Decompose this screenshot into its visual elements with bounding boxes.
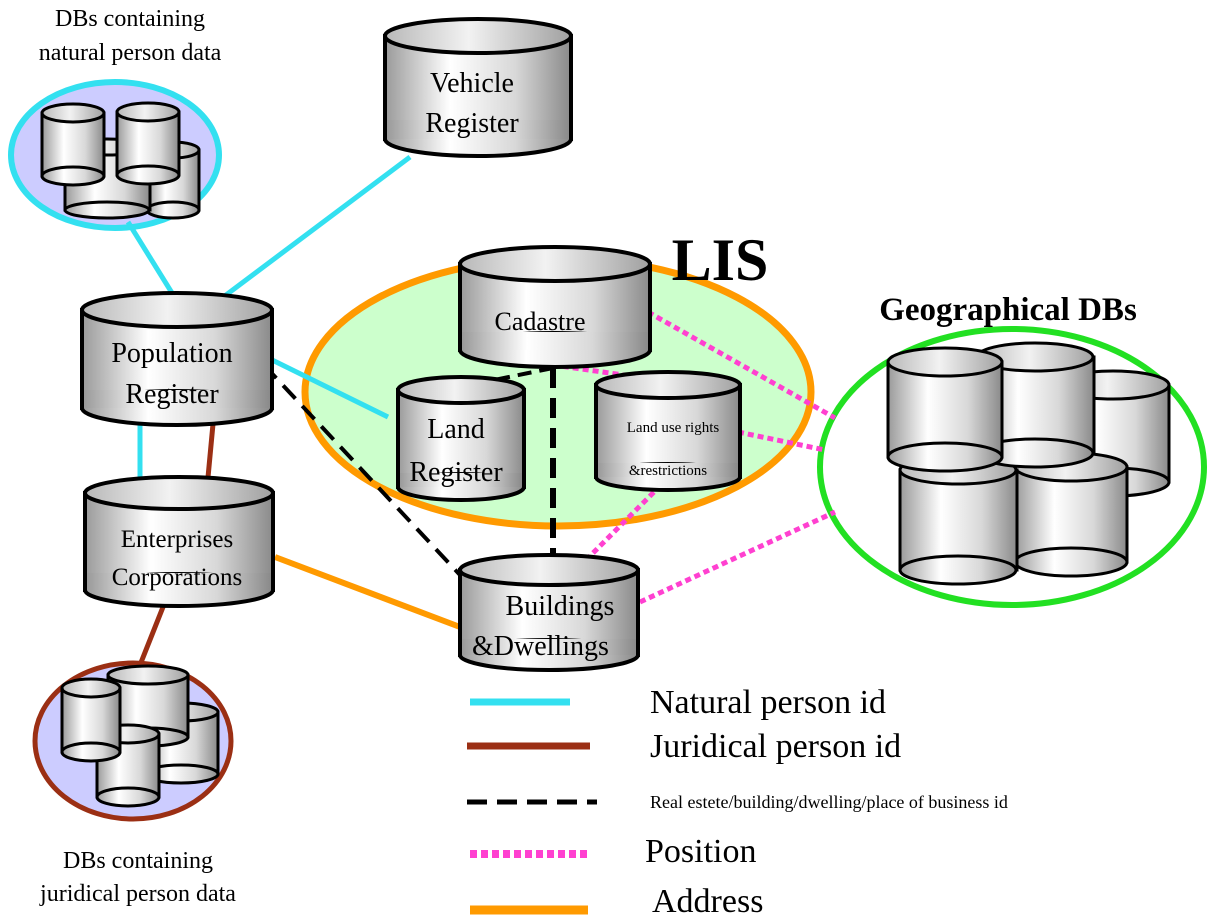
geographical-db-cluster [886,341,1171,586]
real-estate-link [262,363,462,577]
position-link [737,429,826,453]
population-register-db: Population Register [80,291,274,427]
cadastre-label: Cadastre [495,307,586,336]
lis-title: LIS [672,227,769,293]
database-icon [886,346,1004,473]
database-icon [898,454,1019,586]
juridical-person-caption: juridical person data [39,881,236,907]
geographical-dbs-title: Geographical DBs [879,292,1137,328]
position-link [646,309,837,421]
juridical-person-caption: DBs containing [63,848,213,874]
database-icon [1013,451,1129,578]
buildings-dwellings-db: Buildings &Dwellings [458,553,640,672]
land-use-rights-label: Land use rights [627,420,720,436]
land-use-rights-db: Land use rights &restrictions [594,370,742,492]
legend-natural-person-label: Natural person id [650,684,886,721]
legend-juridical-person-label: Juridical person id [650,728,901,765]
geographical-dbs-ellipse [817,326,1207,608]
position-link [578,476,670,568]
juridical-person-db-cluster [60,664,220,808]
cadastre-db: Cadastre [458,245,652,369]
population-register-label: Population [111,338,232,369]
juridical-person-link [137,601,168,666]
legend-real-estate-label: Real estete/building/dwelling/place of b… [650,792,1008,812]
legend: Natural person id Juridical person id Re… [467,684,1008,920]
address-link [273,554,462,630]
natural-person-caption: DBs containing [55,6,205,32]
land-register-label: Register [409,457,503,488]
enterprises-corporations-db: Enterprises Corporations [83,475,275,608]
population-register-label: Register [125,379,219,410]
natural-person-link [260,352,390,420]
land-register-label: Land [427,414,485,445]
database-icon [60,677,122,763]
enterprises-corporations-label: Corporations [112,564,243,591]
legend-position-label: Position [645,833,756,870]
database-icon [40,102,106,187]
land-use-rights-label: &restrictions [629,463,707,479]
vehicle-register-db: Vehicle Register [383,17,573,158]
natural-person-caption: natural person data [39,40,222,66]
position-link [638,509,837,605]
vehicle-register-label: Register [425,108,519,139]
natural-person-db-cluster [40,101,201,220]
buildings-dwellings-label: Buildings [506,591,615,622]
legend-address-label: Address [652,883,763,919]
buildings-dwellings-label: &Dwellings [472,631,609,662]
enterprises-corporations-label: Enterprises [121,526,233,553]
land-register-db: Land Register [396,375,526,502]
vehicle-register-label: Vehicle [430,68,514,99]
database-icon [115,101,181,186]
